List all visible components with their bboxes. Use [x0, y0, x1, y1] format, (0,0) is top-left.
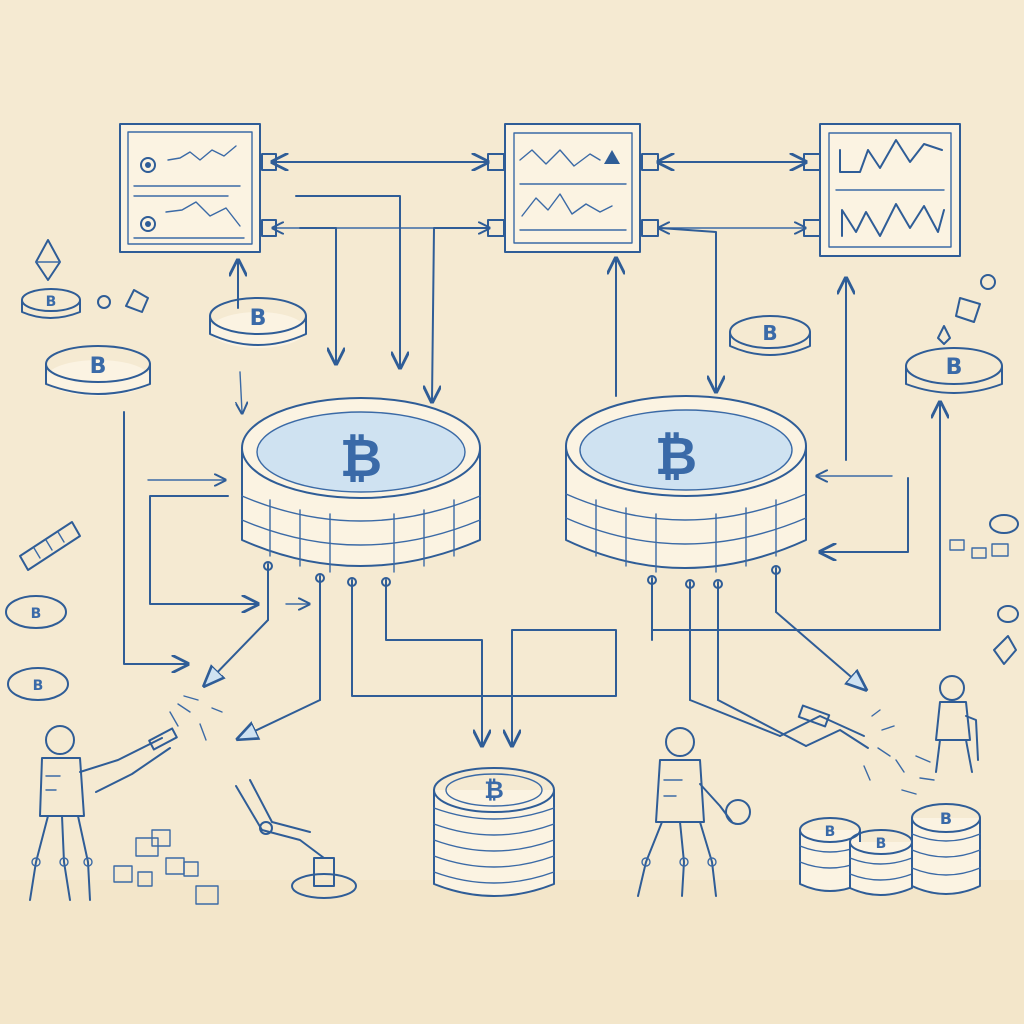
- bitcoin-icon: ₿: [340, 429, 382, 489]
- floating-coin-upper-left: B: [209, 297, 307, 348]
- floating-coin-left: B: [45, 345, 151, 396]
- liquidity-pool-right: ₿: [565, 395, 807, 701]
- flow-arrows-lower: [123, 404, 940, 746]
- monitor-right: [819, 123, 961, 257]
- liquidity-pool-left: ₿: [241, 397, 481, 701]
- floating-coin-lower-left: B B: [5, 595, 69, 701]
- svg-text:B: B: [762, 321, 777, 345]
- bitcoin-icon: ₿: [484, 776, 504, 804]
- token-rail-left: [19, 521, 81, 571]
- robot-center-right: [637, 727, 751, 897]
- cube-cluster-left: [113, 829, 219, 905]
- svg-text:B: B: [250, 306, 267, 331]
- robot-arm-center-left: [235, 779, 357, 899]
- floating-coin-right: B: [905, 347, 1003, 394]
- svg-text:B: B: [31, 606, 42, 622]
- svg-text:B: B: [946, 355, 963, 380]
- svg-text:B: B: [46, 294, 57, 310]
- coin-stacks-right: B B B: [799, 803, 981, 896]
- svg-text:B: B: [825, 824, 836, 840]
- svg-text:B: B: [90, 354, 107, 379]
- token-cluster-right: [949, 514, 1019, 623]
- robot-arm-right: [779, 704, 905, 781]
- monitor-left: [119, 123, 261, 253]
- robot-left: [29, 695, 223, 901]
- flow-arrows-upper: [238, 195, 846, 461]
- coin-stack-center: ₿: [433, 767, 555, 897]
- monitor-center: [504, 123, 641, 253]
- floating-coin-center-right: B: [729, 315, 811, 356]
- floating-coin-small-left: B: [21, 288, 81, 319]
- svg-text:B: B: [33, 678, 44, 694]
- svg-text:B: B: [940, 809, 952, 828]
- svg-text:B: B: [876, 836, 887, 852]
- ether-diamond-icon: [35, 239, 1017, 665]
- robot-right: [901, 675, 979, 795]
- bitcoin-icon: ₿: [655, 427, 697, 487]
